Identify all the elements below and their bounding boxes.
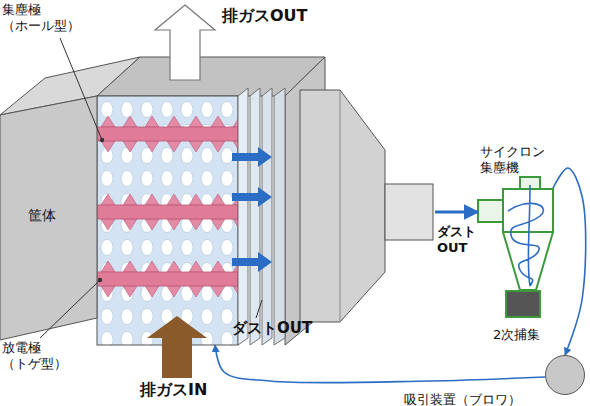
exhaust-out-arrow <box>155 5 215 80</box>
edge-label: ダスト OUT <box>437 224 483 255</box>
leader-dot <box>100 138 104 142</box>
blower: 吸引装置（ブロワ） <box>545 355 585 395</box>
node-text: 2次捕集 <box>493 327 563 343</box>
vortex-flow <box>508 185 543 286</box>
electrode-spikes <box>97 194 238 230</box>
electrode-spikes <box>97 261 238 297</box>
electrode-bar <box>97 205 238 219</box>
flow-connector <box>435 210 478 213</box>
flow-connector <box>553 168 586 355</box>
node-text: 吸引装置（ブロワ） <box>404 392 544 406</box>
flow-label: 排ガスIN <box>140 380 250 399</box>
duct-outlet <box>385 184 433 240</box>
casing-panel <box>0 96 97 340</box>
leader-line <box>60 38 102 140</box>
node-text: 筐体 <box>28 207 78 224</box>
collecting-plate <box>262 88 272 345</box>
collecting-plate <box>274 88 285 345</box>
part-label: ダストOUT <box>232 319 342 337</box>
node-text: サイクロン 集塵機 <box>480 144 555 175</box>
leader-line <box>40 280 100 338</box>
leader-line <box>256 300 262 318</box>
flow-connector <box>215 345 545 383</box>
part-label: 集塵極 （ホール型） <box>2 2 92 33</box>
flow-arrow <box>232 252 272 272</box>
electrode-bar <box>97 272 238 286</box>
part-label: 放電極 （トゲ型） <box>2 340 92 371</box>
electrode-spikes <box>97 116 238 152</box>
flow-arrow <box>232 147 272 167</box>
exhaust-in-arrow <box>147 316 207 378</box>
cyclone-cylinder <box>503 189 553 232</box>
flow-label: 排ガスOUT <box>222 6 352 25</box>
cyclone-separator: サイクロン 集塵機 <box>478 188 558 290</box>
collecting-plate <box>238 88 248 345</box>
leader-dot <box>98 278 102 282</box>
discharge-electrode <box>97 116 238 152</box>
discharge-electrode <box>97 194 238 230</box>
discharge-electrode <box>97 261 238 297</box>
collecting-electrode <box>97 96 238 345</box>
duct-edge <box>340 90 341 322</box>
flow-arrow <box>232 187 272 207</box>
housing-block: 筐体 <box>0 55 435 345</box>
electrode-bar <box>97 127 238 141</box>
collection-bin: 2次捕集 <box>505 290 541 318</box>
transition-duct <box>300 90 385 322</box>
collecting-plate <box>250 88 260 345</box>
cyclone-inlet <box>478 200 505 222</box>
